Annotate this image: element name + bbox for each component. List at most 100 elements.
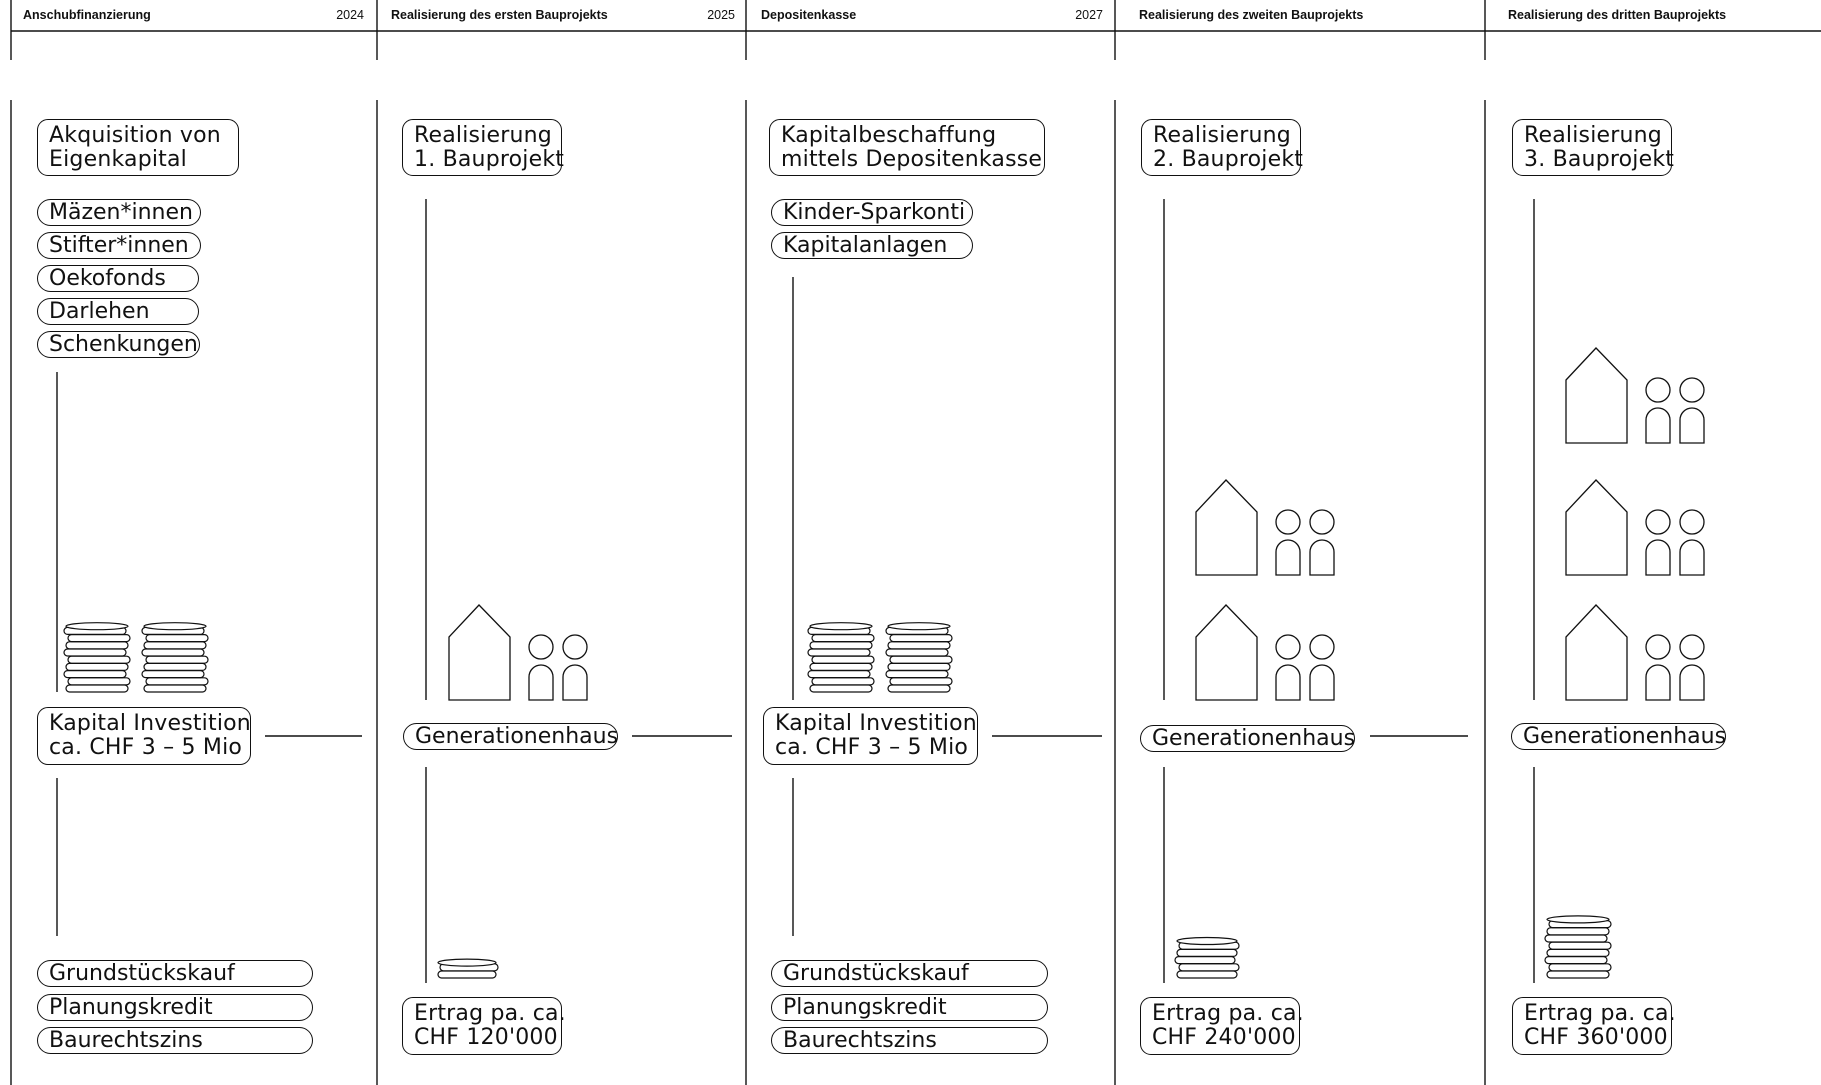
middle-pill-generationenhaus: Generationenhaus: [1140, 725, 1355, 752]
header-year: 2025: [707, 8, 735, 22]
coin: [1544, 934, 1608, 943]
person-head-icon: [1645, 634, 1671, 660]
bottom-pill: Planungskredit: [771, 994, 1048, 1021]
header-col-4: Realisierung des zweiten Bauprojekts: [1115, 0, 1485, 30]
person-head-icon: [1309, 509, 1335, 535]
coin-stack-icon: [141, 622, 209, 693]
box-line: ca. CHF 3 – 5 Mio: [49, 735, 243, 760]
box-line: Ertrag pa. ca.: [1152, 1001, 1304, 1026]
coin: [67, 633, 131, 643]
header-title: Anschubfinanzierung: [23, 8, 151, 22]
box-line: CHF 120'000: [414, 1025, 558, 1050]
coin: [1544, 955, 1608, 965]
header-col-3: Depositenkasse 2027: [746, 0, 1115, 30]
coin-stack-icon: [1174, 936, 1240, 979]
house-family-icon: [1565, 479, 1705, 576]
middle-pill-generationenhaus: Generationenhaus: [1511, 723, 1726, 750]
coin-top: [143, 622, 207, 631]
coin: [809, 684, 873, 693]
coin: [141, 648, 205, 657]
box-line: 1. Bauprojekt: [414, 147, 565, 172]
coin: [811, 655, 875, 664]
house-icon: [1195, 479, 1258, 576]
middle-box-investment: Kapital Investition ca. CHF 3 – 5 Mio: [37, 707, 251, 765]
box-line: Eigenkapital: [49, 147, 187, 172]
person-body-icon: [562, 664, 588, 701]
source-pill: Kinder-Sparkonti: [771, 199, 973, 226]
bottom-pill: Baurechtszins: [37, 1027, 313, 1054]
box-line: Realisierung: [1524, 123, 1662, 148]
person-body-icon: [1275, 539, 1301, 576]
box-line: ca. CHF 3 – 5 Mio: [775, 735, 969, 760]
coin: [1548, 941, 1612, 950]
box-line: Realisierung: [414, 123, 552, 148]
house-icon: [1195, 604, 1258, 701]
box-line: Kapitalbeschaffung: [781, 123, 997, 148]
coin: [67, 655, 131, 664]
box-line: Kapital Investition: [49, 711, 251, 736]
coin: [143, 662, 207, 672]
person-head-icon: [1275, 509, 1301, 535]
coin: [1546, 927, 1610, 936]
coin-stack-icon: [63, 622, 131, 693]
coin: [885, 669, 949, 679]
source-pill: Oekofonds: [37, 265, 199, 292]
box-line: Ertrag pa. ca.: [414, 1001, 566, 1026]
header-year: 2027: [1075, 8, 1103, 22]
house-icon: [448, 604, 511, 701]
header-title: Realisierung des zweiten Bauprojekts: [1139, 8, 1364, 22]
house-family-icon: [1195, 604, 1335, 701]
box-line: 3. Bauprojekt: [1524, 147, 1675, 172]
source-pill: Schenkungen: [37, 331, 200, 358]
middle-box-investment: Kapital Investition ca. CHF 3 – 5 Mio: [763, 707, 978, 765]
coin: [145, 655, 209, 664]
coin-top: [437, 958, 497, 967]
coin: [65, 662, 129, 672]
coin: [809, 641, 873, 650]
coin-stack-icon: [885, 622, 953, 693]
coin-top: [1176, 936, 1238, 946]
coin: [437, 970, 497, 979]
coin: [65, 684, 129, 693]
coin: [807, 648, 871, 657]
coin: [1178, 963, 1240, 972]
box-line: Akquisition von: [49, 123, 221, 148]
source-pill: Darlehen: [37, 298, 199, 325]
person-head-icon: [562, 634, 588, 660]
coin: [811, 677, 875, 686]
coin-top: [1546, 915, 1610, 924]
house-family-icon: [1195, 479, 1335, 576]
source-pill: Kapitalanlagen: [771, 232, 973, 259]
person-body-icon: [1679, 539, 1705, 576]
box-line: Kapital Investition: [775, 711, 977, 736]
coin: [1548, 963, 1612, 972]
source-pill: Mäzen*innen: [37, 199, 201, 226]
person-body-icon: [1679, 407, 1705, 444]
bottom-box-yield: Ertrag pa. ca. CHF 240'000: [1140, 997, 1304, 1055]
coin: [887, 662, 951, 672]
coin: [143, 641, 207, 650]
box-line: Realisierung: [1153, 123, 1291, 148]
house-icon: [1565, 604, 1628, 701]
coin: [1176, 948, 1238, 958]
header-col-2: Realisierung des ersten Bauprojekts 2025: [377, 0, 747, 30]
coin: [887, 641, 951, 650]
box-line: CHF 240'000: [1152, 1025, 1296, 1050]
box-line: CHF 360'000: [1524, 1025, 1668, 1050]
coin: [809, 662, 873, 672]
coin: [141, 669, 205, 679]
coin: [145, 633, 209, 643]
bottom-box-yield: Ertrag pa. ca. CHF 120'000: [402, 997, 566, 1055]
person-head-icon: [528, 634, 554, 660]
coin-stack-icon: [1544, 915, 1612, 979]
source-pill: Stifter*innen: [37, 232, 201, 259]
coin: [807, 669, 871, 679]
person-head-icon: [1679, 509, 1705, 535]
bottom-pill: Grundstückskauf: [771, 960, 1048, 987]
coin: [1176, 970, 1238, 979]
top-box-project-1: Realisierung 1. Bauprojekt: [402, 119, 565, 176]
person-body-icon: [1309, 664, 1335, 701]
box-line: mittels Depositenkasse: [781, 147, 1043, 172]
coin: [1546, 948, 1610, 958]
